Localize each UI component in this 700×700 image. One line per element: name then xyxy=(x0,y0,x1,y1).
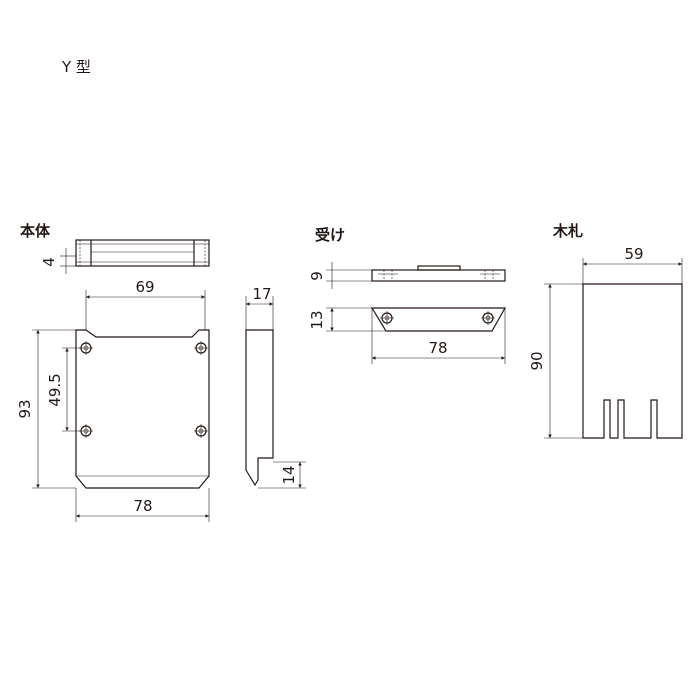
dim-side-width: 17 xyxy=(245,285,274,330)
dim-tag-height-label: 90 xyxy=(528,351,546,370)
dim-body-top-width: 69 xyxy=(85,278,206,330)
section-title-body: 本体 xyxy=(20,222,51,240)
section-title-wood-tag: 木札 xyxy=(552,222,583,240)
body-side-view xyxy=(245,329,274,487)
section-title-receiver: 受け xyxy=(315,226,345,244)
mounting-hole xyxy=(194,424,208,438)
dim-tag-width: 59 xyxy=(582,245,683,284)
dim-body-top-width-label: 69 xyxy=(135,278,154,296)
dim-tag-width-label: 59 xyxy=(624,245,643,263)
mounting-hole xyxy=(194,341,208,355)
dim-body-thickness-label: 4 xyxy=(40,257,58,267)
mounting-hole xyxy=(79,341,93,355)
dim-side-tip: 14 xyxy=(258,461,306,489)
dim-receiver-depth-label: 13 xyxy=(308,310,326,329)
receiver-front-view xyxy=(370,307,507,332)
dim-side-tip-label: 14 xyxy=(280,465,298,484)
dim-receiver-thickness-label: 9 xyxy=(308,271,326,281)
dim-receiver-thickness: 9 xyxy=(308,262,372,289)
dim-body-bottom-width-label: 78 xyxy=(133,497,152,515)
body-front-view xyxy=(75,329,210,489)
dim-body-hole-pitch: 49.5 xyxy=(46,347,80,432)
dim-receiver-width: 78 xyxy=(371,308,506,364)
dim-receiver-depth: 13 xyxy=(308,307,386,332)
dim-body-height: 93 xyxy=(16,329,76,489)
receiver-hole xyxy=(481,311,495,325)
dim-body-bottom-width: 78 xyxy=(75,488,210,522)
dim-body-height-label: 93 xyxy=(16,399,34,418)
wood-tag-view xyxy=(582,283,683,439)
body-top-view xyxy=(75,239,210,267)
dim-body-hole-pitch-label: 49.5 xyxy=(46,373,64,406)
dim-tag-height: 90 xyxy=(528,283,583,439)
receiver-hole xyxy=(380,311,394,325)
dim-side-width-label: 17 xyxy=(252,285,271,303)
dim-body-thickness: 4 xyxy=(40,248,76,274)
dim-receiver-width-label: 78 xyxy=(428,339,447,357)
mounting-hole xyxy=(79,424,93,438)
receiver-top-view xyxy=(371,265,506,282)
model-title: Y 型 xyxy=(61,58,91,76)
